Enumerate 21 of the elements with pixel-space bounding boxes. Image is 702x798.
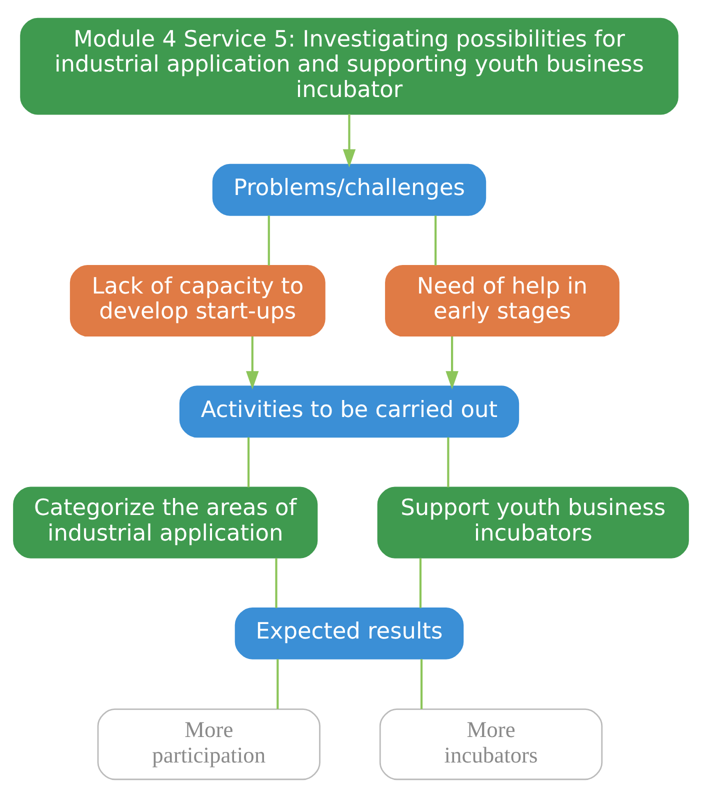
- connector: [275, 558, 278, 608]
- node-box: More participation: [97, 708, 320, 780]
- node-box: Categorize the areas of industrial application: [13, 486, 318, 558]
- connector: [419, 558, 422, 608]
- node-box: Module 4 Service 5: Investigating possibilities for industrial application and supporting youth business incubator: [20, 18, 678, 115]
- node-box: Expected results: [234, 607, 464, 660]
- node-box: Lack of capacity to develop start-ups: [70, 264, 326, 337]
- arrow: [342, 114, 356, 168]
- arrow: [446, 336, 458, 390]
- node-box: Need of help in early stages: [385, 264, 620, 337]
- node-box: More incubators: [379, 708, 603, 780]
- connector: [247, 437, 250, 488]
- node-box: Support youth business incubators: [377, 486, 689, 558]
- node-box: Problems/challenges: [212, 164, 486, 216]
- connector: [447, 437, 450, 488]
- connector: [276, 659, 279, 710]
- arrow: [246, 336, 259, 390]
- node-box: Activities to be carried out: [179, 386, 520, 438]
- connector: [434, 216, 437, 266]
- connector: [268, 216, 270, 266]
- connector: [420, 659, 423, 710]
